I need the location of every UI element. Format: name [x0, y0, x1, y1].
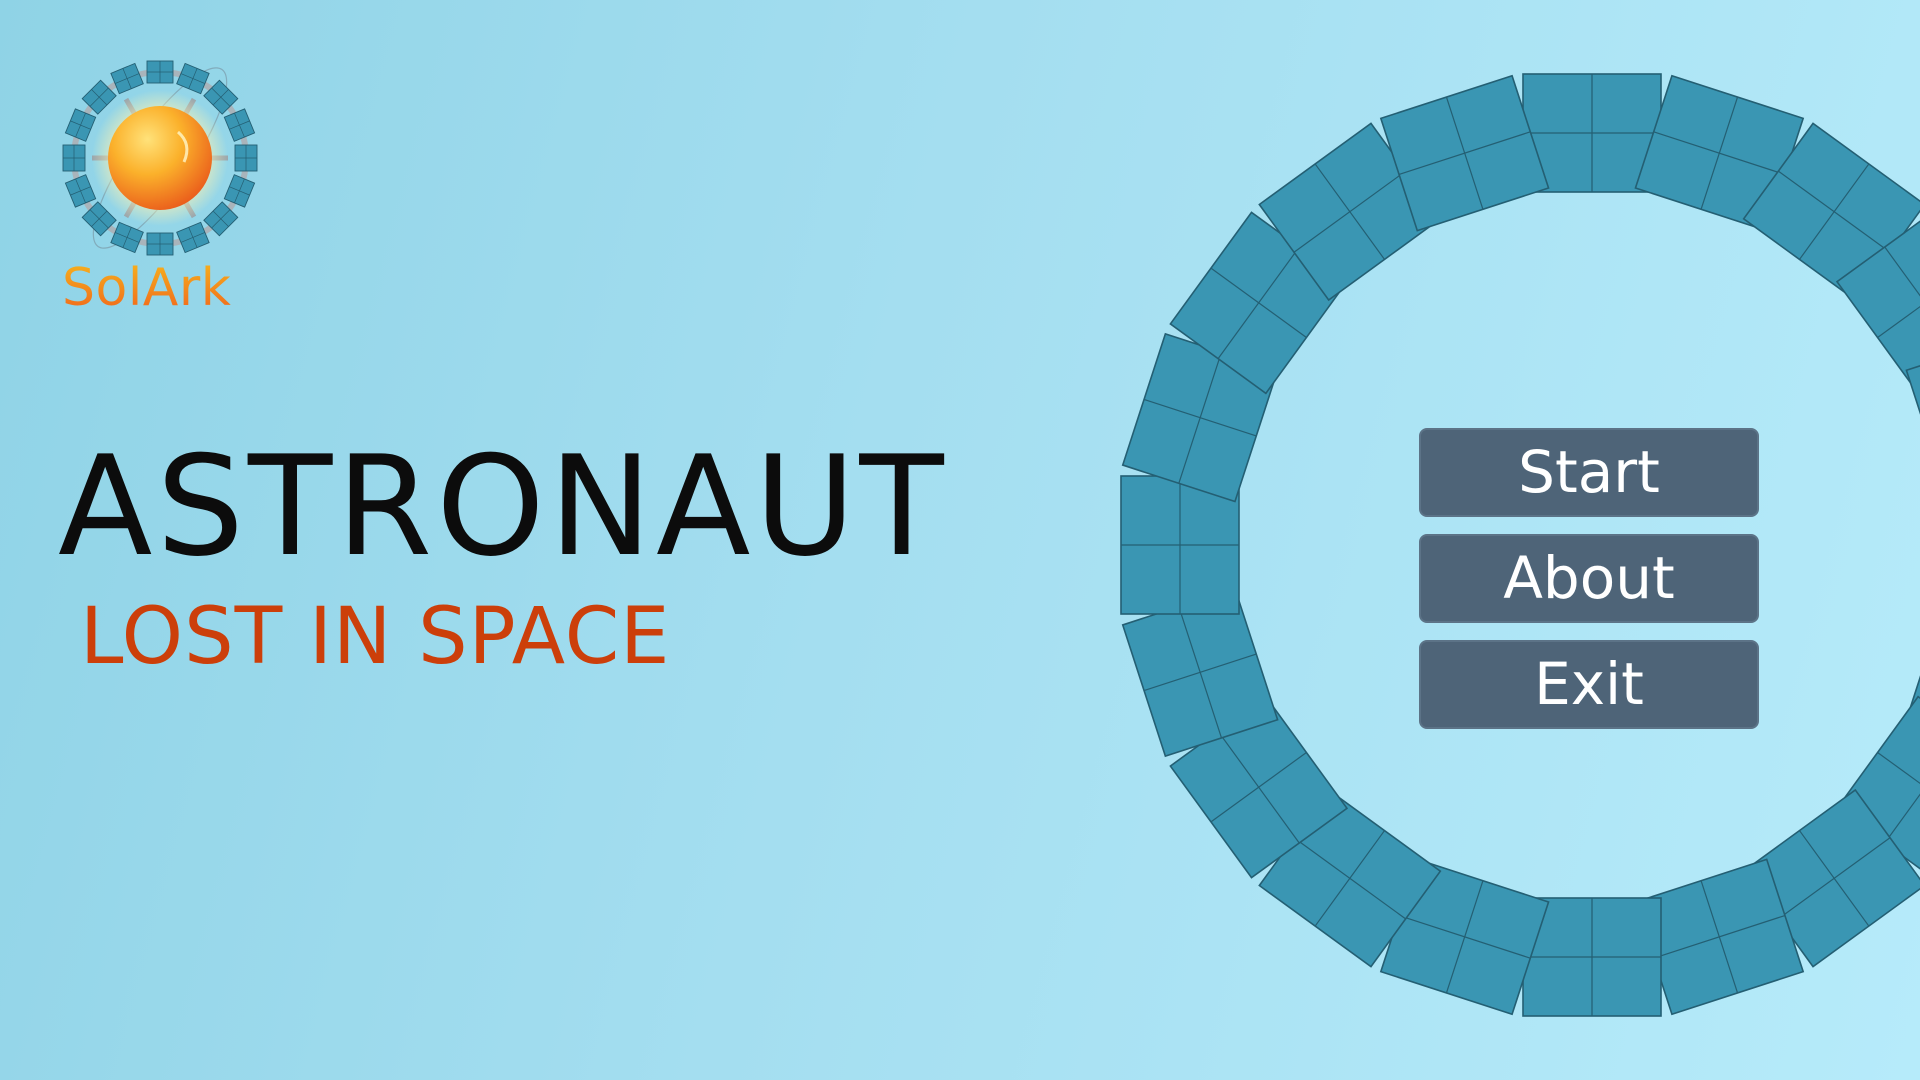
main-menu: Start About Exit [1419, 428, 1759, 746]
station-ring [1120, 73, 1920, 1017]
logo-solar-panel [110, 221, 144, 254]
game-subtitle: LOST IN SPACE [80, 592, 671, 682]
logo-solar-panel [223, 174, 256, 208]
solar-panel [1121, 332, 1279, 503]
solar-panel-ring [1120, 73, 1920, 1017]
logo-solar-panel [81, 79, 117, 115]
exit-button[interactable]: Exit [1419, 640, 1759, 729]
sun-icon [108, 106, 212, 210]
logo-solar-panel [176, 62, 210, 95]
logo-solar-panel [234, 144, 258, 172]
logo-solar-panel [64, 108, 97, 142]
start-button[interactable]: Start [1419, 428, 1759, 517]
logo-solar-panel [81, 201, 117, 237]
solar-panel [1835, 211, 1920, 395]
logo-solar-panel [203, 79, 239, 115]
solar-panel [1634, 858, 1805, 1016]
logo-solar-panel [176, 221, 210, 254]
logo-solar-panel [203, 201, 239, 237]
solar-panel [1522, 897, 1662, 1017]
logo-text: SolArk [62, 258, 232, 318]
sun-highlight [176, 130, 189, 163]
solar-panel [1742, 788, 1920, 968]
logo-solar-panel [223, 108, 256, 142]
logo-solar-panel [110, 62, 144, 95]
logo-solar-panel [62, 144, 86, 172]
logo-solar-panel [64, 174, 97, 208]
logo-solar-panel [146, 232, 174, 256]
about-button[interactable]: About [1419, 534, 1759, 623]
game-title: ASTRONAUT [58, 426, 948, 587]
solark-logo-emblem [62, 60, 258, 256]
solar-panel [1379, 74, 1550, 232]
logo-solar-panels [62, 60, 258, 256]
solar-panel [1634, 74, 1805, 232]
logo-solar-panel [146, 60, 174, 84]
